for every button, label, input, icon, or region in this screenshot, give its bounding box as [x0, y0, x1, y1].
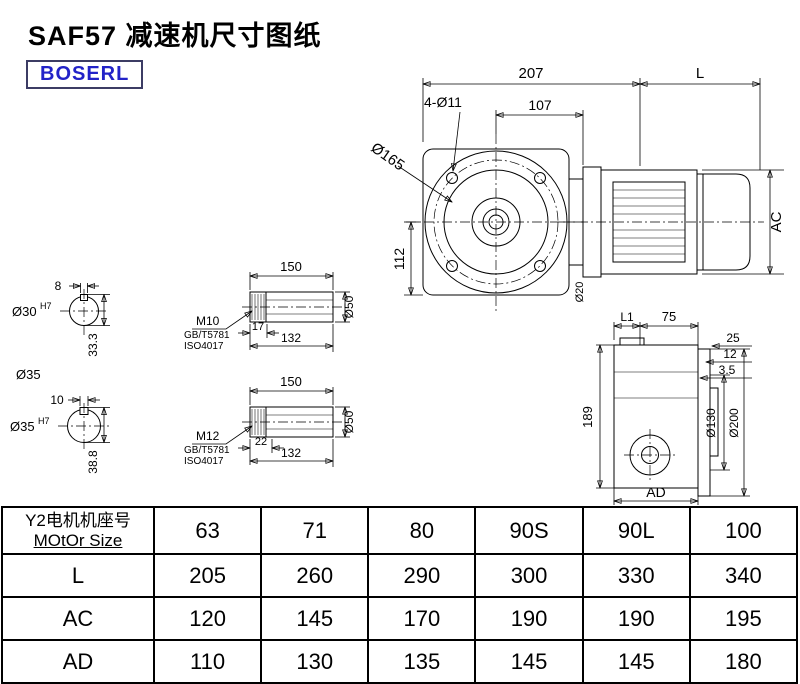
table-cell: 130	[260, 639, 370, 684]
technical-drawing: 207 L 107 4-Ø11 Ø165 112 AC Ø20	[10, 65, 785, 505]
row-label-AC: AC	[1, 596, 155, 641]
thread-M12: M12	[196, 429, 220, 443]
dim-bore-35-tol: H7	[38, 416, 50, 426]
table-row-L: L 205 260 290 300 330 340	[1, 553, 799, 598]
dim-22: 22	[255, 436, 267, 448]
page-title: SAF57 减速机尺寸图纸	[28, 21, 322, 51]
dim-d165: Ø165	[368, 139, 408, 174]
size-63: 63	[152, 506, 263, 555]
logo-text: BOSERL	[40, 63, 130, 85]
table-cell: 205	[152, 553, 263, 598]
dim-12: 12	[723, 347, 737, 361]
std-gbt5781: GB/T5781	[184, 445, 230, 456]
table-cell: 260	[260, 553, 370, 598]
dim-189: 189	[580, 406, 595, 428]
dim-AD: AD	[646, 484, 665, 500]
dim-150: 150	[280, 374, 302, 389]
table-cell: 340	[688, 553, 799, 598]
dim-d35-label: Ø35	[16, 367, 41, 382]
dim-132: 132	[281, 331, 301, 345]
dim-L: L	[696, 65, 704, 82]
bolt-hole	[534, 172, 546, 184]
table-cell: 190	[581, 596, 691, 641]
dim-bore-30: Ø30	[12, 304, 37, 319]
bolt-hole	[446, 172, 458, 184]
motor-size-table: Y2电机机座号 MOtOr Size 63 71 80 90S 90L 100 …	[1, 506, 799, 684]
dim-bore-35: Ø35	[10, 419, 35, 434]
bolt-hole	[534, 260, 546, 272]
table-cell: 290	[367, 553, 477, 598]
table-cell: 145	[581, 639, 691, 684]
table-cell: 135	[367, 639, 477, 684]
dim-38-8: 38.8	[86, 450, 100, 474]
shaft-detail-bottom: Ø35 10 Ø35 H7 38.8 150 M12 GB/T5781 ISO4…	[10, 367, 356, 474]
dim-25: 25	[726, 331, 740, 345]
size-100: 100	[688, 506, 799, 555]
row-label-L: L	[1, 553, 155, 598]
bolt-hole	[446, 260, 458, 272]
dim-132: 132	[281, 446, 301, 460]
side-housing	[613, 344, 699, 489]
front-view: 207 L 107 4-Ø11 Ø165 112 AC Ø20	[368, 65, 785, 312]
std-gbt5781: GB/T5781	[184, 330, 230, 341]
dim-d50: Ø50	[342, 295, 356, 318]
table-cell: 110	[152, 639, 263, 684]
table-cell: 120	[152, 596, 263, 641]
header-motor-size-en: MOtOr Size	[33, 530, 123, 550]
table-cell: 300	[474, 553, 584, 598]
fan-cover	[696, 173, 751, 271]
dim-75: 75	[662, 309, 676, 324]
table-cell: 190	[474, 596, 584, 641]
dim-key-8: 8	[55, 279, 62, 293]
dim-17: 17	[252, 321, 264, 333]
table-row-AD: AD 110 130 135 145 145 180	[1, 639, 799, 684]
dim-107: 107	[528, 97, 552, 113]
dim-3-5: 3.5	[719, 363, 736, 377]
size-90L: 90L	[581, 506, 691, 555]
dim-d200: Ø200	[727, 408, 741, 438]
table-cell: 145	[260, 596, 370, 641]
table-cell: 195	[688, 596, 799, 641]
table-cell: 145	[474, 639, 584, 684]
table-cell: 180	[688, 639, 799, 684]
dim-d50: Ø50	[342, 410, 356, 433]
table-row-AC: AC 120 145 170 190 190 195	[1, 596, 799, 641]
thread-M10: M10	[196, 314, 220, 328]
table-header-row: Y2电机机座号 MOtOr Size 63 71 80 90S 90L 100	[1, 506, 799, 555]
dim-4xd11: 4-Ø11	[424, 94, 462, 110]
shaft-detail-top: 8 Ø30 H7 33.3 150 M10 GB/T5781 ISO4017 1…	[12, 259, 356, 357]
std-iso4017: ISO4017	[184, 341, 224, 352]
dim-AC: AC	[768, 211, 785, 232]
table-cell: 330	[581, 553, 691, 598]
dim-150: 150	[280, 259, 302, 274]
header-motor-size: Y2电机机座号 MOtOr Size	[1, 506, 155, 555]
dim-207: 207	[518, 65, 543, 82]
side-view: L1 75 25 12 3.5 189 Ø130 Ø200 AD	[580, 309, 752, 505]
std-iso4017: ISO4017	[184, 456, 224, 467]
dim-L1: L1	[620, 310, 634, 324]
size-80: 80	[367, 506, 477, 555]
dim-key-10: 10	[50, 393, 64, 407]
dim-d20: Ø20	[574, 282, 586, 303]
size-71: 71	[260, 506, 370, 555]
row-label-AD: AD	[1, 639, 155, 684]
dim-d130: Ø130	[704, 408, 718, 438]
table-cell: 170	[367, 596, 477, 641]
header-motor-size-cn: Y2电机机座号	[25, 510, 131, 530]
dim-112: 112	[391, 248, 407, 271]
boserl-logo: BOSERL	[26, 60, 144, 89]
dim-33-3: 33.3	[86, 333, 100, 357]
size-90S: 90S	[474, 506, 584, 555]
dim-bore-30-tol: H7	[40, 301, 52, 311]
